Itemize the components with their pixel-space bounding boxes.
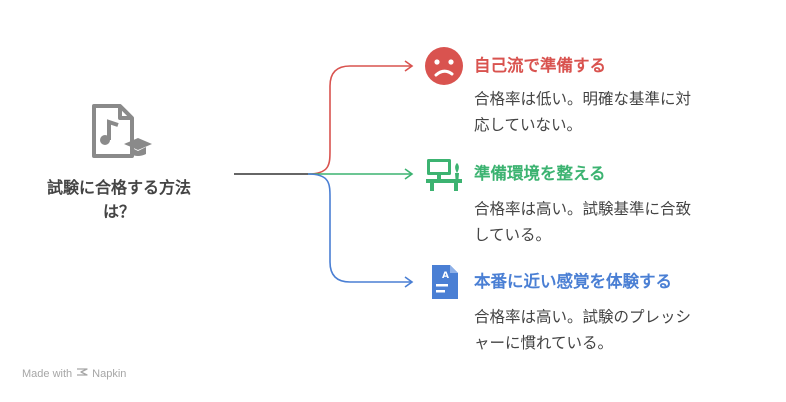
branch-title-1: 自己流で準備する: [474, 56, 606, 75]
footer-text: Made with: [22, 367, 73, 380]
central-title: 試験に合格する方法 は？: [46, 178, 191, 221]
svg-text:A: A: [442, 271, 449, 281]
branch-arrowhead-2: [404, 168, 414, 180]
napkin-logo-icon: [76, 366, 88, 381]
branch-title-2: 準備環境を整える: [474, 164, 606, 183]
graded-paper-icon: A: [424, 262, 464, 302]
music-file-graduation-icon: [88, 100, 152, 164]
desk-plant-icon: [424, 154, 464, 194]
footer-credit: Made with Napkin: [22, 366, 126, 381]
branch-description-1: 合格率は低い。明確な基準に対 応していない。: [474, 90, 692, 134]
branch-arrowhead-3: [404, 276, 414, 288]
sad-face-icon: [424, 46, 464, 86]
branch-description-3: 合格率は高い。試験のプレッシ ャーに慣れている。: [474, 308, 692, 352]
branch-title-3: 本番に近い感覚を体験する: [474, 272, 672, 291]
branch-connector-1: [307, 65, 412, 175]
branch-description-2: 合格率は高い。試験基準に合致 している。: [474, 200, 692, 244]
branch-arrowhead-1: [404, 60, 414, 72]
footer-brand: Napkin: [92, 367, 127, 380]
branch-connector-3: [307, 173, 412, 283]
